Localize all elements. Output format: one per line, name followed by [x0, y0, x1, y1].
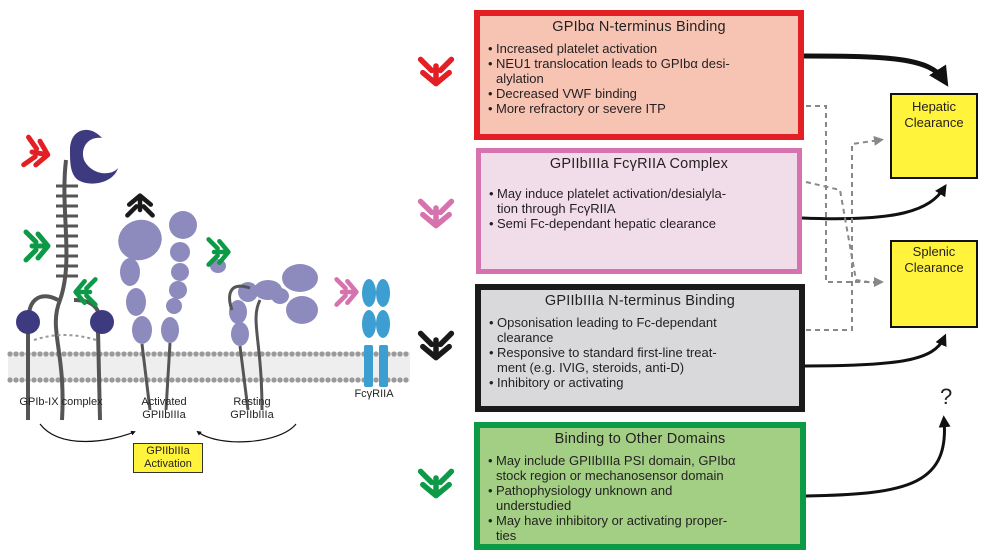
bullet-list: Opsonisation leading to Fc-dependant cle…: [481, 315, 799, 390]
bullet-item: Semi Fc-dependant hepatic clearance: [489, 216, 797, 231]
black-antibody-icon: [421, 333, 452, 357]
green-antibody-icon: [209, 239, 229, 264]
box-title: GPIIbIIIa N-terminus Binding: [544, 293, 736, 309]
arrow-nterm-splenic: [804, 333, 947, 368]
arrow-gpiba-hepatic: [803, 53, 949, 87]
box-title: Binding to Other Domains: [554, 431, 726, 447]
activation-label: GPIIbIIIa Activation: [144, 445, 192, 470]
gpib-ix-label: GPIb-IX complex: [19, 396, 103, 408]
bullet-item: Pathophysiology unknown and understudied: [488, 483, 800, 513]
arrow-other-unknown: [805, 415, 951, 498]
red-antibody-icon: [24, 137, 51, 168]
bullet-item: May include GPIIbIIIa PSI domain, GPIbα …: [488, 453, 800, 483]
activated-gpiibiiia-shape: [118, 211, 226, 344]
gpiba-n-terminus-shape: [70, 129, 118, 184]
pink-antibody-icon: [421, 201, 452, 225]
splenic-clearance-box: Splenic Clearance: [890, 240, 978, 328]
splenic-clearance-label: Splenic Clearance: [904, 244, 964, 275]
gpiba-binding-box: GPIbα N-terminus Binding Increased plate…: [474, 10, 804, 140]
other-domains-box: Binding to Other Domains May include GPI…: [474, 422, 806, 550]
bullet-item: Responsive to standard first-line treat-…: [489, 345, 799, 375]
gpix-head: [90, 310, 114, 334]
bullet-item: May induce platelet activation/desialyla…: [489, 186, 797, 216]
unknown-clearance-label: ?: [940, 384, 953, 409]
gpiibiiia-activation-box: GPIIbIIIa Activation: [133, 443, 203, 473]
arrow-complex-hepatic: [801, 183, 947, 221]
fcgr-label: FcγRIIA: [354, 388, 394, 400]
gpiibiiia-fcgr-complex-box: GPIIbIIIa FcγRIIA Complex May induce pla…: [476, 148, 802, 274]
bullet-list: May include GPIIbIIIa PSI domain, GPIbα …: [480, 453, 800, 543]
bullet-item: More refractory or severe ITP: [488, 101, 798, 116]
pink-antibody-icon: [337, 279, 357, 304]
bullet-list: May induce platelet activation/desialyla…: [481, 186, 797, 231]
red-antibody-icon: [421, 59, 452, 83]
fcgr-receptor-shape: [362, 279, 390, 387]
bullet-item: NEU1 translocation leads to GPIbα desi- …: [488, 56, 798, 86]
bullet-item: Decreased VWF binding: [488, 86, 798, 101]
gpiibiiia-nterminus-box: GPIIbIIIa N-terminus Binding Opsonisatio…: [475, 284, 805, 412]
green-antibody-icon: [26, 232, 48, 260]
black-antibody-icon: [127, 196, 152, 216]
hepatic-clearance-box: Hepatic Clearance: [890, 93, 978, 179]
bullet-list: Increased platelet activationNEU1 transl…: [480, 41, 798, 116]
hepatic-clearance-label: Hepatic Clearance: [904, 99, 964, 130]
resting-gpiibiiia-label: Resting GPIIbIIIa: [230, 396, 274, 421]
bullet-item: Opsonisation leading to Fc-dependant cle…: [489, 315, 799, 345]
bullet-item: Inhibitory or activating: [489, 375, 799, 390]
gpib-stalk-rungs: [56, 184, 78, 278]
box-title: GPIIbIIIa FcγRIIA Complex: [549, 156, 729, 172]
bullet-item: Increased platelet activation: [488, 41, 798, 56]
green-antibody-icon: [421, 471, 452, 495]
gpib-beta-head: [16, 310, 40, 334]
resting-gpiibiiia-shape: [229, 264, 318, 346]
bullet-item: May have inhibitory or activating proper…: [488, 513, 800, 543]
box-title: GPIbα N-terminus Binding: [552, 19, 726, 35]
lipid-bilayer: [7, 351, 410, 383]
activated-gpiibiiia-label: Activated GPIIbIIIa: [141, 396, 187, 421]
